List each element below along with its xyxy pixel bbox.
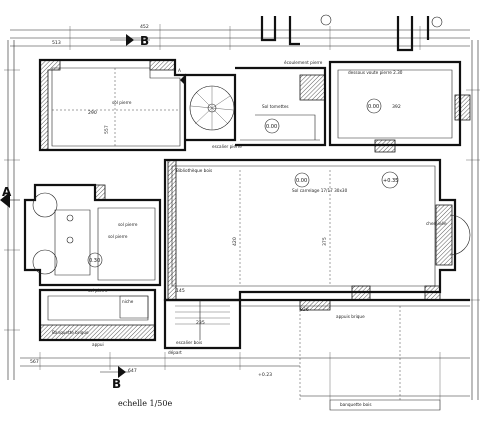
- section-marker-top: [110, 34, 150, 46]
- scale-label: echelle 1/50e: [118, 399, 172, 408]
- bottom-stair: [163, 298, 242, 350]
- label-sol-pierre-mid: sol pierre: [118, 222, 138, 227]
- label-sol-tomettes: Sol tomettes: [262, 104, 289, 109]
- section-label-b-bottom: B: [112, 377, 121, 391]
- label-sol-carrelage: Sol carrelage 17/17 30x30: [292, 188, 348, 193]
- section-label-a-left: A: [2, 185, 12, 199]
- dim-375: 375: [322, 237, 328, 246]
- label-sol-pierre-bottom: sol pierre: [88, 288, 108, 293]
- bottom-dimension-lines: [20, 352, 470, 400]
- section-label-a-right: A: [178, 68, 181, 73]
- left-dimension-lines: [4, 40, 20, 380]
- section-marker-left: [0, 192, 20, 208]
- room-main: [163, 158, 471, 302]
- section-marker-bottom: [100, 366, 130, 378]
- top-dimension-lines: [10, 24, 470, 50]
- level-circle-3: [294, 172, 310, 188]
- level-1: 0.00: [266, 124, 277, 130]
- room-vaulted: [328, 60, 471, 153]
- room-tomettes: [235, 66, 327, 147]
- dim-235: 235: [196, 320, 205, 326]
- label-depart: départ: [168, 350, 182, 355]
- label-bibliotheque: Bibliothèque bois: [176, 168, 212, 173]
- section-marker-right: [180, 74, 186, 86]
- section-label-b-top: B: [140, 34, 149, 48]
- label-niche: niche: [122, 299, 134, 304]
- dim-557: 557: [104, 125, 110, 134]
- label-sol-pierre-left: sol pierre: [108, 234, 128, 239]
- dim-145: 145: [176, 288, 185, 294]
- top-chimneys: [260, 14, 443, 52]
- level-5: 0.30: [89, 258, 100, 264]
- level-bottom: +0.23: [258, 372, 272, 378]
- level-4: +0.35: [383, 178, 398, 184]
- label-sol-pierre-top: sol pierre: [112, 100, 132, 105]
- label-escalier-bois: escalier bois: [176, 340, 202, 345]
- room-bottom-left: [38, 288, 157, 342]
- label-escalier-pierre: escalier pierre: [212, 144, 242, 149]
- label-banquette-brique: Banquette brique: [52, 330, 89, 335]
- label-ecoulement: écoulement pierre: [284, 60, 323, 65]
- room-left: [23, 183, 162, 287]
- dim-452: 452: [140, 24, 149, 30]
- level-circle-2: [366, 98, 382, 114]
- spiral-stair: [185, 73, 237, 142]
- dim-647: 647: [128, 368, 137, 374]
- label-appui: appui: [92, 342, 104, 347]
- dim-290: 290: [88, 110, 97, 116]
- dim-420: 420: [232, 237, 238, 246]
- level-2: 0.00: [368, 104, 379, 110]
- label-appuis-brique: appuis brique: [336, 314, 365, 319]
- dim-513: 513: [52, 40, 61, 46]
- level-circle-1: [264, 118, 280, 134]
- level-circle-5: [87, 252, 103, 268]
- label-dessous-voute: dessous voute pierre 2.30: [348, 70, 403, 75]
- room-bottom-right: [240, 298, 470, 411]
- label-cheminee: cheminée: [426, 221, 447, 226]
- level-circle-4: [381, 171, 399, 189]
- room-top-left: [38, 58, 187, 152]
- dim-567: 567: [30, 359, 39, 365]
- label-banquette-bois: banquette bois: [340, 402, 372, 407]
- dim-392: 392: [392, 104, 401, 110]
- right-dimension-lines: [466, 40, 480, 400]
- level-3: 0.00: [296, 178, 307, 184]
